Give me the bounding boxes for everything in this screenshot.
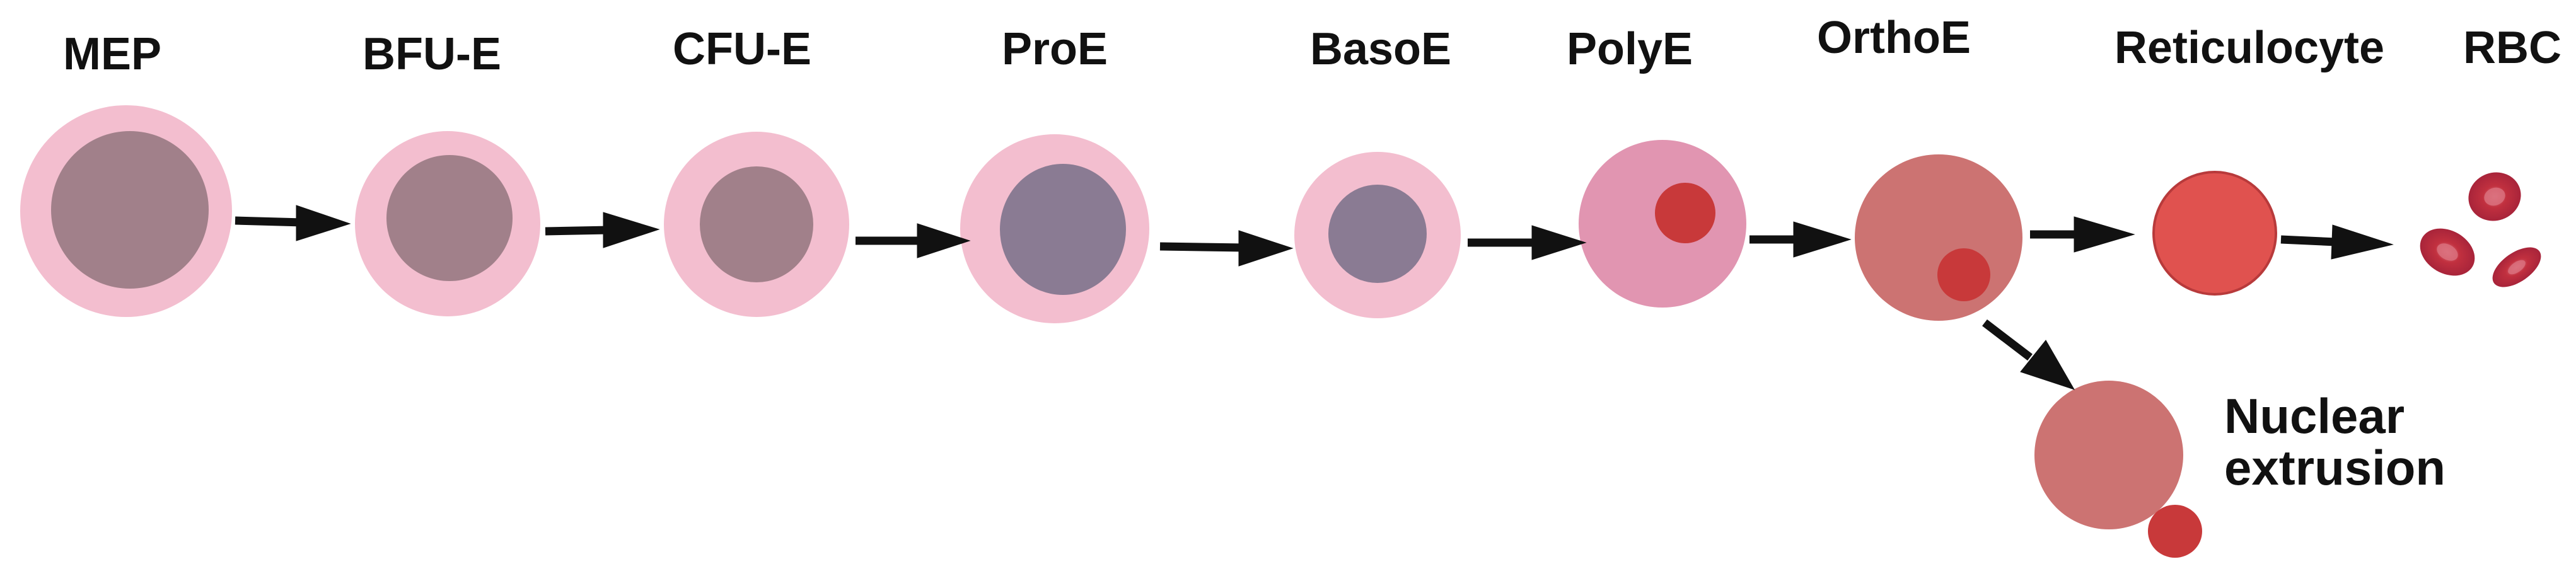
orthoe-nucleus	[1937, 248, 1990, 301]
arrow-basoe-to-polye	[1468, 225, 1587, 260]
label-cfu-e: CFU-E	[673, 24, 811, 74]
proe-nucleus	[1000, 164, 1126, 295]
label-reticulocyte: Reticulocyte	[2114, 23, 2385, 73]
mep-nucleus	[51, 131, 209, 289]
nuclear-extrusion-line2: extrusion	[2224, 439, 2446, 495]
nuclear-extrusion-label: Nuclear extrusion	[2224, 388, 2446, 495]
arrow-polye-to-orthoe	[1749, 221, 1852, 258]
cfu-e-nucleus	[700, 166, 813, 282]
rbc-top	[2468, 172, 2521, 221]
label-proe: ProE	[1001, 24, 1108, 74]
reticulocyte-body	[2152, 171, 2277, 296]
proe-cell	[960, 134, 1149, 323]
bfu-e-nucleus	[386, 155, 513, 281]
arrow-orthoe-to-extrusion	[1982, 319, 2075, 390]
nuclear-extrusion-line1: Nuclear	[2224, 388, 2405, 444]
polye-cell	[1579, 140, 1746, 308]
label-bfu-e: BFU-E	[363, 29, 501, 79]
basoe-cell	[1294, 152, 1461, 318]
cfu-e-cell	[664, 132, 849, 317]
orthoe-cytoplasm	[1855, 154, 2022, 321]
arrow-bfu-e-to-cfu-e	[545, 212, 660, 248]
rbc-right	[2492, 247, 2541, 287]
arrow-mep-to-bfu-e	[235, 205, 351, 241]
label-mep: MEP	[62, 29, 162, 79]
nuclear-extrusion-cell	[2034, 381, 2202, 558]
arrow-orthoe-to-reticulocyte	[2030, 216, 2135, 253]
basoe-nucleus	[1328, 185, 1427, 283]
label-basoe: BasoE	[1309, 24, 1452, 74]
rbc-cluster	[2420, 172, 2541, 287]
extruded-nucleus	[2148, 505, 2202, 558]
label-polye: PolyE	[1566, 24, 1693, 74]
label-orthoe: OrthoE	[1817, 13, 1971, 63]
arrow-reticulocyte-to-rbc	[2280, 224, 2394, 260]
mep-cell	[20, 105, 232, 317]
bfu-e-cell	[355, 131, 540, 316]
polye-nucleus	[1655, 183, 1715, 243]
rbc-left	[2420, 228, 2475, 276]
extruded-cytoplasm	[2034, 381, 2183, 529]
orthoe-cell	[1855, 154, 2022, 321]
arrows	[235, 205, 2394, 390]
arrow-cfu-e-to-proe	[856, 223, 971, 258]
arrow-proe-to-basoe	[1159, 230, 1294, 267]
reticulocyte-cell	[2152, 171, 2277, 296]
label-rbc: RBC	[2463, 23, 2561, 73]
